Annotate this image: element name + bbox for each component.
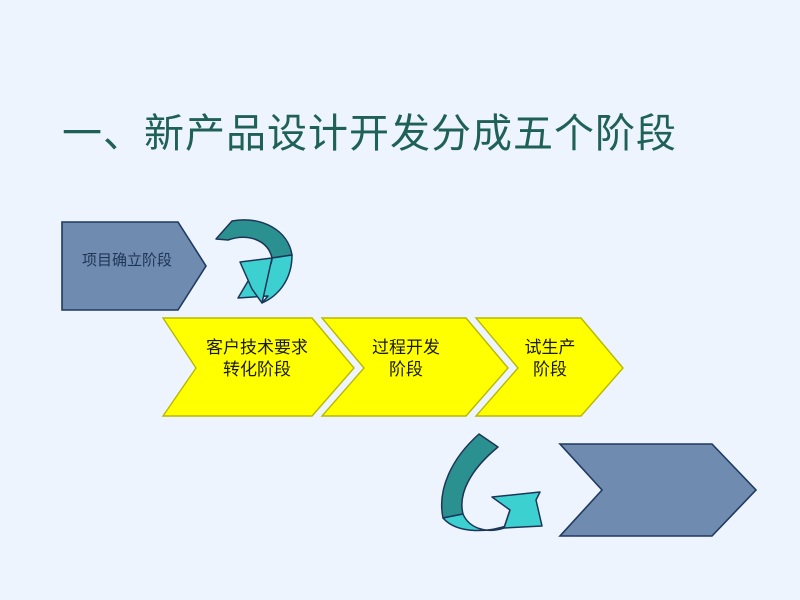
stage-3-shape[interactable] xyxy=(320,317,509,417)
stage-1-shape[interactable] xyxy=(61,221,207,311)
connector-top-arrow xyxy=(215,219,293,304)
stage-5-shape[interactable] xyxy=(558,443,758,537)
connector-bottom-arrow xyxy=(441,433,543,532)
stage-4-shape[interactable] xyxy=(474,317,624,417)
connector-bottom-upper-band xyxy=(441,433,499,519)
connector-top-upper-band xyxy=(215,219,293,259)
connector-top-arrowhead xyxy=(239,257,273,304)
page-title: 一、新产品设计开发分成五个阶段 xyxy=(62,111,677,157)
stage-2-shape[interactable] xyxy=(161,317,355,417)
connector-bottom-arrowhead xyxy=(491,491,543,529)
